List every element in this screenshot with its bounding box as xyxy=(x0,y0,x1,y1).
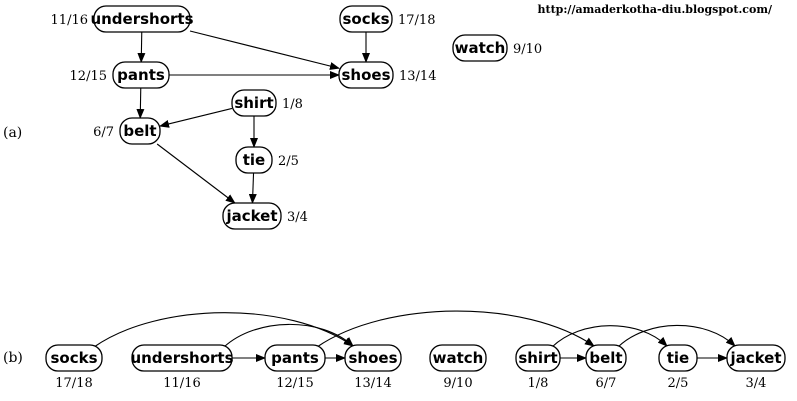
node-shoes-b: shoes 13/14 xyxy=(344,344,402,391)
node-label: pants xyxy=(271,349,319,367)
node-time: 12/15 xyxy=(276,376,313,391)
node-time: 6/7 xyxy=(93,125,114,140)
node-box xyxy=(344,344,402,372)
graph-b: socks 17/18 undershorts 11/16 pants 12/15 shoe… xyxy=(45,310,786,391)
node-box xyxy=(585,344,627,372)
edge-shirt-to-tie-b xyxy=(551,325,668,348)
node-watch-a: watch 9/10 xyxy=(452,34,542,62)
node-label: undershorts xyxy=(90,10,193,28)
edge-tie-to-jacket xyxy=(248,172,257,204)
node-socks-b: socks 17/18 xyxy=(45,344,103,391)
source-url: http://amaderkotha-diu.blogspot.com/ xyxy=(538,3,773,16)
node-box xyxy=(429,344,487,372)
node-time: 6/7 xyxy=(596,376,617,391)
node-label: undershorts xyxy=(130,349,233,367)
node-box xyxy=(338,61,394,89)
node-belt-a: belt 6/7 xyxy=(93,117,161,145)
edge-socks-to-shoes-b xyxy=(93,312,354,348)
node-jacket-b: jacket 3/4 xyxy=(726,344,786,391)
node-time: 17/18 xyxy=(398,13,435,28)
part-a-label: (a) xyxy=(3,125,22,141)
node-time: 12/15 xyxy=(70,69,107,84)
node-box xyxy=(93,5,191,33)
edge-pants-to-belt xyxy=(136,87,145,119)
node-box xyxy=(658,344,698,372)
node-time: 11/16 xyxy=(51,13,88,28)
node-label: shoes xyxy=(348,349,397,367)
node-box xyxy=(339,5,393,33)
edge-undershorts-to-pants xyxy=(137,31,146,63)
node-time: 17/18 xyxy=(55,376,92,391)
graph-b-nodes: socks 17/18 undershorts 11/16 pants 12/15 shoe… xyxy=(45,344,786,391)
node-pants-b: pants 12/15 xyxy=(264,344,326,391)
node-time: 2/5 xyxy=(668,376,689,391)
node-label: pants xyxy=(117,66,165,84)
node-label: tie xyxy=(667,349,690,367)
node-box xyxy=(119,117,161,145)
node-box xyxy=(112,61,170,89)
node-socks-a: socks 17/18 xyxy=(339,5,435,33)
node-belt-b: belt 6/7 xyxy=(585,344,627,391)
node-time: 9/10 xyxy=(513,42,542,57)
node-time: 13/14 xyxy=(399,69,436,84)
graph-b-edges xyxy=(93,310,736,362)
edge-belt-to-jacket-b xyxy=(617,324,736,348)
node-box xyxy=(131,344,233,372)
node-jacket-a: jacket 3/4 xyxy=(222,202,308,230)
node-box xyxy=(515,344,561,372)
node-box xyxy=(726,344,786,372)
edge-belt-to-jacket xyxy=(156,143,236,204)
node-label: jacket xyxy=(729,349,781,367)
node-label: shirt xyxy=(518,349,557,367)
edge-pants-to-belt-b xyxy=(316,310,595,348)
graph-a-edges xyxy=(136,30,370,204)
node-label: watch xyxy=(433,349,484,367)
part-b-label: (b) xyxy=(3,350,23,366)
node-shirt-a: shirt 1/8 xyxy=(231,89,303,117)
node-label: belt xyxy=(123,122,156,140)
node-tie-b: tie 2/5 xyxy=(658,344,698,391)
node-shirt-b: shirt 1/8 xyxy=(515,344,561,391)
node-label: socks xyxy=(342,10,389,28)
node-label: watch xyxy=(455,39,506,57)
node-time: 3/4 xyxy=(287,210,308,225)
node-time: 13/14 xyxy=(354,376,391,391)
node-time: 2/5 xyxy=(278,154,299,169)
node-box xyxy=(452,34,508,62)
node-pants-a: pants 12/15 xyxy=(70,61,170,89)
edge-undershorts-to-shoes-b xyxy=(223,323,354,348)
node-box xyxy=(264,344,326,372)
node-box xyxy=(231,89,277,117)
node-tie-a: tie 2/5 xyxy=(235,146,299,174)
node-time: 9/10 xyxy=(443,376,472,391)
node-time: 1/8 xyxy=(282,97,303,112)
node-label: shoes xyxy=(341,66,390,84)
edge-undershorts-to-shoes xyxy=(189,30,340,70)
edge-shirt-to-belt xyxy=(159,107,233,128)
node-box xyxy=(45,344,103,372)
node-label: jacket xyxy=(225,207,277,225)
node-time: 11/16 xyxy=(163,376,200,391)
node-box xyxy=(235,146,273,174)
node-label: shirt xyxy=(234,94,273,112)
node-time: 3/4 xyxy=(746,376,767,391)
node-label: tie xyxy=(243,151,266,169)
node-shoes-a: shoes 13/14 xyxy=(338,61,436,89)
node-watch-b: watch 9/10 xyxy=(429,344,487,391)
node-box xyxy=(222,202,282,230)
node-label: belt xyxy=(589,349,622,367)
node-undershorts-b: undershorts 11/16 xyxy=(130,344,234,391)
node-label: socks xyxy=(50,349,97,367)
node-time: 1/8 xyxy=(528,376,549,391)
